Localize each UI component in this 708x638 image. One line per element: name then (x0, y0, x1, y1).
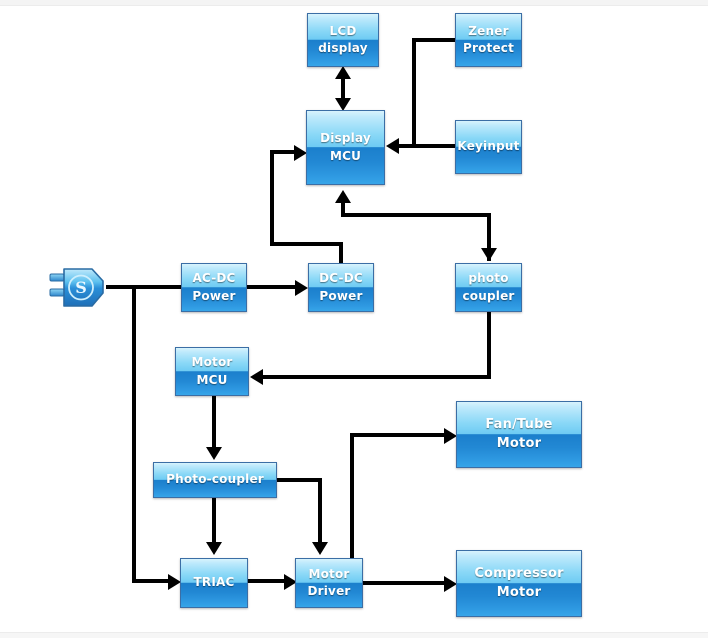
block-motor-mcu-line2: MCU (196, 372, 228, 387)
block-lcd-display-line1: LCD (329, 23, 357, 38)
block-photo-coupler-2[interactable]: Photo-coupler (153, 462, 277, 498)
arrowhead-lcd-up (335, 66, 351, 79)
wire-photo-to-motormcu-down (487, 312, 491, 375)
wire-photocoupler2-to-triac (212, 498, 216, 544)
block-photo-coupler-line2: coupler (462, 288, 515, 303)
wire-plug-branch-right (132, 579, 170, 583)
arrowhead-dcdc-right (294, 145, 307, 161)
wire-photocoupler-up (487, 213, 491, 261)
wire-photocoupler2-right (277, 478, 322, 482)
block-lcd-display-line2: display (318, 41, 368, 55)
arrowhead-motordriver-top-in (312, 542, 328, 555)
wire-plug-to-acdc (106, 285, 183, 289)
arrowhead-triac-top-in (206, 542, 222, 555)
wire-zener-horizontal (412, 38, 457, 42)
block-lcd-display[interactable]: LCD display (307, 13, 379, 67)
arrowhead-photocoupler-down (481, 248, 497, 261)
wire-photocoupler-left (341, 213, 491, 217)
wire-zener-vertical (412, 38, 416, 148)
arrowhead-keyinput-left (386, 138, 399, 154)
block-dcdc-power-line1: DC-DC (319, 271, 363, 286)
block-dcdc-power-line2: Power (319, 288, 363, 303)
block-motor-mcu-line1: Motor (191, 355, 233, 370)
block-keyinput[interactable]: Keyinput (455, 120, 522, 174)
power-plug-icon: S (48, 260, 108, 316)
wire-plug-branch-down (132, 285, 136, 581)
block-fan-tube-motor-line2: Motor (496, 435, 542, 451)
wire-photocoupler2-down (318, 478, 322, 544)
block-photo-coupler[interactable]: photo coupler (455, 263, 522, 312)
block-motor-driver-line1: Motor (308, 566, 350, 581)
arrowhead-mcu-bottom-up (335, 190, 351, 203)
arrowhead-motormcu-left (250, 369, 263, 385)
block-compressor-motor-line2: Motor (496, 584, 542, 600)
block-compressor-motor-line1: Compressor (474, 565, 564, 581)
wire-triac-to-motordriver (248, 579, 286, 583)
plug-label: S (75, 278, 87, 297)
block-display-mcu-line2: MCU (329, 148, 362, 163)
block-triac-line1: TRIAC (193, 575, 235, 590)
block-zener-protect-line1: Zener (468, 23, 509, 38)
block-acdc-power-line2: Power (192, 288, 236, 303)
wire-acdc-to-dcdc (247, 285, 297, 289)
block-photo-coupler-2-line1: Photo-coupler (166, 472, 264, 487)
block-display-mcu-line1: Display (320, 131, 371, 146)
block-zener-protect-line2: Protect (462, 41, 515, 55)
arrowhead-triac-in (168, 574, 181, 590)
arrowhead-dcdc-in (295, 280, 308, 296)
block-fan-tube-motor[interactable]: Fan/Tube Motor (456, 401, 582, 468)
wire-lcd-to-mcu (341, 72, 345, 105)
block-keyinput-line1: Keyinput (457, 139, 520, 154)
wire-motordriver-to-fan (350, 433, 446, 437)
block-triac[interactable]: TRIAC (180, 558, 248, 608)
block-acdc-power[interactable]: AC-DC Power (181, 263, 247, 312)
wire-keyinput-horizontal (398, 144, 457, 148)
arrowhead-photocoupler2-in (206, 447, 222, 460)
block-display-mcu[interactable]: Display MCU (306, 110, 385, 185)
block-compressor-motor[interactable]: Compressor Motor (456, 550, 582, 617)
arrowhead-mcu-down (335, 98, 351, 111)
wire-photo-to-motormcu-left (262, 375, 491, 379)
block-acdc-power-line1: AC-DC (192, 271, 236, 286)
bottom-divider (0, 632, 708, 638)
wire-dcdc-up2 (270, 150, 274, 246)
block-motor-driver-line2: Driver (307, 584, 351, 598)
wire-motormcu-to-photocoupler (212, 396, 216, 450)
wire-dcdc-right (270, 150, 296, 154)
arrowhead-compressor-in (444, 576, 457, 592)
wire-motordriver-up (350, 433, 354, 561)
wire-motordriver-to-compressor (363, 581, 446, 585)
block-dcdc-power[interactable]: DC-DC Power (308, 263, 374, 312)
block-fan-tube-motor-line1: Fan/Tube (485, 416, 553, 432)
arrowhead-motordriver-in (284, 574, 297, 590)
block-photo-coupler-line1: photo (468, 271, 509, 286)
wire-dcdc-left (270, 242, 343, 246)
arrowhead-fan-in (444, 428, 457, 444)
block-zener-protect[interactable]: Zener Protect (455, 13, 522, 67)
wire-photocoupler-up2 (341, 200, 345, 216)
top-divider (0, 0, 708, 6)
block-motor-mcu[interactable]: Motor MCU (175, 347, 249, 396)
wire-dcdc-up (339, 242, 343, 266)
block-motor-driver[interactable]: Motor Driver (295, 558, 363, 608)
